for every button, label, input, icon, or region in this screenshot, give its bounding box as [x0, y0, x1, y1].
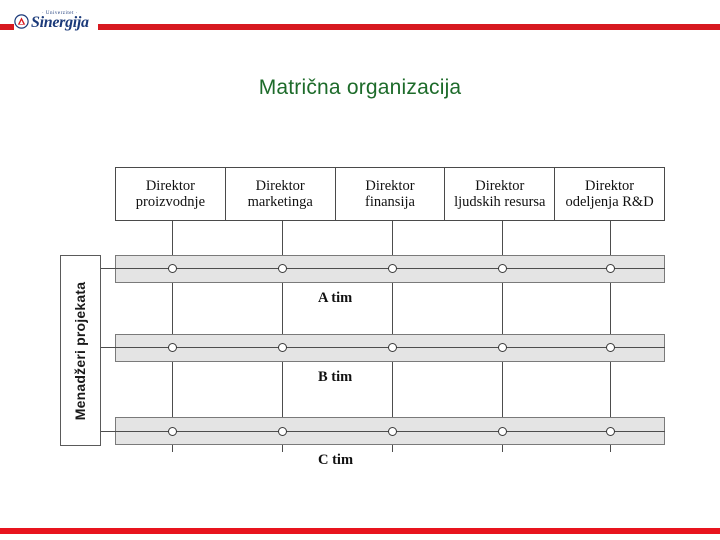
director-box-finansija[interactable]: Direktor finansija — [334, 167, 446, 221]
node-a-4 — [498, 264, 507, 273]
node-a-3 — [388, 264, 397, 273]
node-b-3 — [388, 343, 397, 352]
node-b-1 — [168, 343, 177, 352]
header-rule-right — [97, 24, 720, 30]
team-caption-b: B tim — [318, 369, 353, 385]
director-title-line2: ljudskih resursa — [454, 194, 546, 210]
node-b-2 — [278, 343, 287, 352]
director-box-ljudskih-resursa[interactable]: Direktor ljudskih resursa — [444, 167, 556, 221]
node-a-2 — [278, 264, 287, 273]
node-c-5 — [606, 427, 615, 436]
logo-superscript: · Univerzitet · — [41, 11, 78, 16]
logo-wordmark-group: · Univerzitet · Sinergija — [31, 11, 89, 31]
project-managers-label: Menadžeri projekata — [72, 281, 89, 420]
director-title-line1: Direktor — [585, 177, 635, 194]
director-title-line2: proizvodnje — [135, 194, 206, 210]
page-title: Matrična organizacija — [258, 76, 462, 99]
footer-rule — [0, 528, 720, 534]
director-row: Direktor proizvodnje Direktor marketinga… — [115, 167, 665, 221]
node-a-1 — [168, 264, 177, 273]
director-title-line1: Direktor — [475, 177, 525, 194]
node-c-4 — [498, 427, 507, 436]
director-title-line2: finansija — [365, 194, 415, 210]
director-title-line1: Direktor — [145, 177, 195, 194]
connector-hline-b — [99, 347, 665, 348]
connector-hline-a — [99, 268, 665, 269]
team-caption-c: C tim — [318, 452, 354, 468]
director-box-marketinga[interactable]: Direktor marketinga — [224, 167, 336, 221]
director-title-line1: Direktor — [365, 177, 415, 194]
header-rule-left — [0, 24, 14, 30]
node-c-3 — [388, 427, 397, 436]
logo-wordmark: Sinergija — [31, 14, 89, 31]
sinergija-shield-emblem — [14, 13, 29, 29]
university-logo: · Univerzitet · Sinergija — [14, 8, 98, 34]
director-title-line2: marketinga — [247, 194, 313, 210]
node-b-5 — [606, 343, 615, 352]
director-box-odeljenja-rd[interactable]: Direktor odeljenja R&D — [554, 167, 665, 221]
project-managers-label-box: Menadžeri projekata — [60, 255, 101, 446]
director-title-line1: Direktor — [255, 177, 305, 194]
node-a-5 — [606, 264, 615, 273]
director-title-line2: odeljenja R&D — [565, 194, 654, 210]
node-c-2 — [278, 427, 287, 436]
director-box-proizvodnje[interactable]: Direktor proizvodnje — [115, 167, 226, 221]
node-b-4 — [498, 343, 507, 352]
team-caption-a: A tim — [318, 290, 353, 306]
connector-hline-c — [99, 431, 665, 432]
slide-header: · Univerzitet · Sinergija — [0, 0, 720, 44]
node-c-1 — [168, 427, 177, 436]
